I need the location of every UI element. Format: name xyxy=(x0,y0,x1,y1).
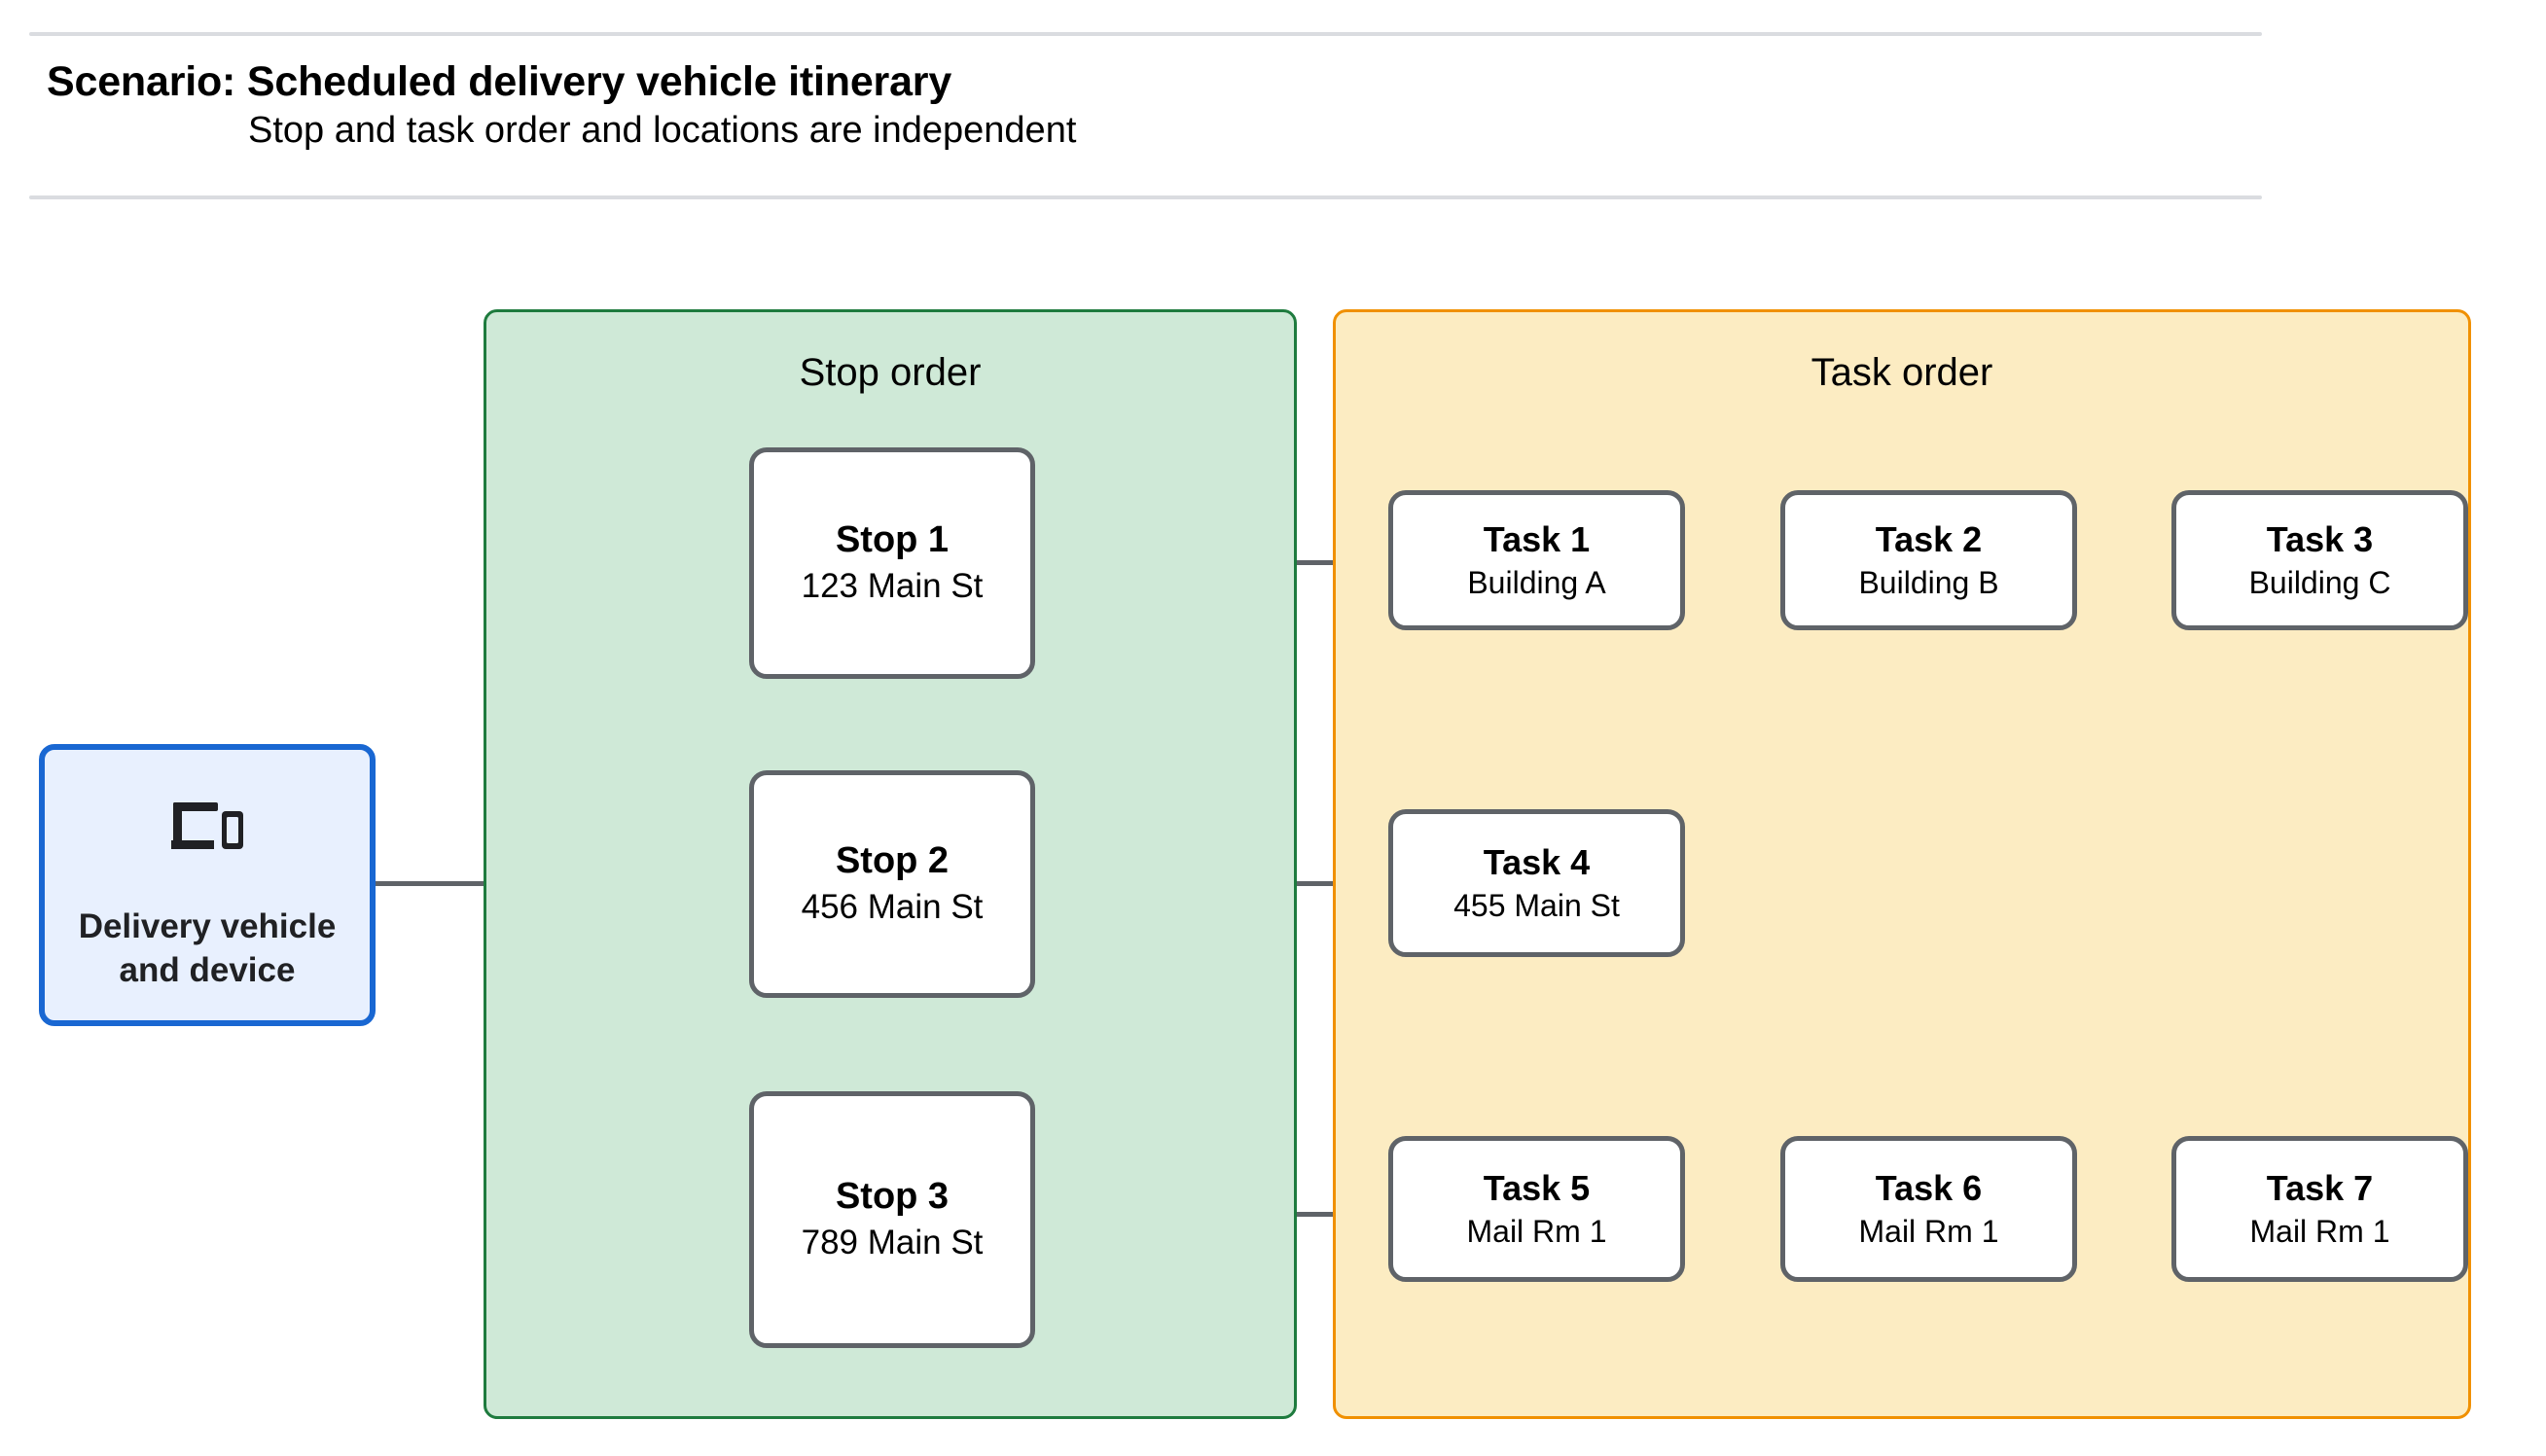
page-title: Scenario: Scheduled delivery vehicle iti… xyxy=(47,58,952,105)
vehicle-label-line-2: and device xyxy=(119,950,296,989)
node-task-5[interactable]: Task 5 Mail Rm 1 xyxy=(1388,1136,1685,1282)
node-stop-3-title: Stop 3 xyxy=(835,1176,950,1218)
node-delivery-vehicle-label: Delivery vehicle and device xyxy=(79,906,337,993)
node-task-4-location: 455 Main St xyxy=(1453,887,1620,923)
node-task-5-location: Mail Rm 1 xyxy=(1466,1213,1607,1249)
node-task-3-title: Task 3 xyxy=(2266,519,2374,560)
node-stop-1-title: Stop 1 xyxy=(835,519,950,561)
devices-icon xyxy=(171,802,243,849)
node-stop-3[interactable]: Stop 3 789 Main St xyxy=(749,1091,1035,1348)
node-task-5-title: Task 5 xyxy=(1483,1168,1591,1209)
node-task-3-location: Building C xyxy=(2248,564,2391,600)
node-task-4-title: Task 4 xyxy=(1483,842,1591,883)
page-subtitle: Stop and task order and locations are in… xyxy=(248,110,1077,151)
node-task-1-title: Task 1 xyxy=(1483,519,1591,560)
vehicle-label-line-1: Delivery vehicle xyxy=(78,907,337,945)
node-task-7[interactable]: Task 7 Mail Rm 1 xyxy=(2171,1136,2468,1282)
node-stop-2-title: Stop 2 xyxy=(835,840,950,882)
node-task-2[interactable]: Task 2 Building B xyxy=(1780,490,2077,630)
connector-vehicle-to-trunk xyxy=(376,881,553,886)
node-delivery-vehicle[interactable]: Delivery vehicle and device xyxy=(39,744,376,1026)
node-task-6-title: Task 6 xyxy=(1875,1168,1983,1209)
node-stop-3-address: 789 Main St xyxy=(801,1223,984,1261)
node-task-2-title: Task 2 xyxy=(1875,519,1983,560)
node-task-6-location: Mail Rm 1 xyxy=(1858,1213,1999,1249)
node-stop-2[interactable]: Stop 2 456 Main St xyxy=(749,770,1035,998)
panel-task-order-title: Task order xyxy=(1811,351,1993,394)
node-task-7-location: Mail Rm 1 xyxy=(2249,1213,2390,1249)
node-task-3[interactable]: Task 3 Building C xyxy=(2171,490,2468,630)
node-task-4[interactable]: Task 4 455 Main St xyxy=(1388,809,1685,957)
header-divider-bottom xyxy=(29,195,2262,199)
node-task-1[interactable]: Task 1 Building A xyxy=(1388,490,1685,630)
node-task-2-location: Building B xyxy=(1858,564,1999,600)
node-task-1-location: Building A xyxy=(1467,564,1606,600)
node-task-7-title: Task 7 xyxy=(2266,1168,2374,1209)
node-task-6[interactable]: Task 6 Mail Rm 1 xyxy=(1780,1136,2077,1282)
node-stop-1[interactable]: Stop 1 123 Main St xyxy=(749,447,1035,679)
panel-stop-order-title: Stop order xyxy=(799,351,982,394)
header-divider-top xyxy=(29,32,2262,36)
node-stop-2-address: 456 Main St xyxy=(801,887,984,926)
node-stop-1-address: 123 Main St xyxy=(801,566,984,605)
